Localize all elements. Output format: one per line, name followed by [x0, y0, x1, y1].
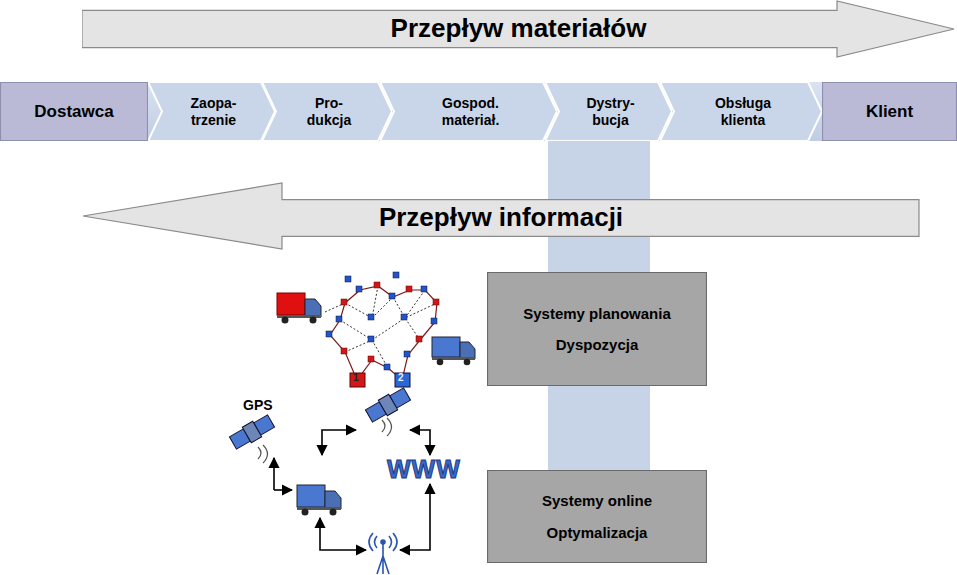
flow-arrow: Przepływ materiałów — [82, 0, 955, 58]
endpoint-box: Dostawca — [0, 82, 148, 141]
outline — [1, 83, 148, 141]
process-chevron: Pro- dukcja — [262, 82, 392, 141]
system-box: Systemy planowaniaDyspozycja — [487, 272, 707, 386]
node-text: Klient — [866, 102, 913, 122]
node-text: Dystry- bucja — [575, 95, 647, 127]
www-logo: WWW — [387, 455, 461, 484]
process-chevron: Gospod. materiał. — [380, 82, 557, 141]
node-text: Przepływ materiałów — [391, 14, 647, 44]
node-text: Optymalizacja — [547, 524, 648, 541]
node-text: Obsługa klienta — [707, 95, 779, 127]
node-text: Systemy online — [542, 492, 652, 509]
outline — [82, 1, 954, 57]
callout-number: 2 — [398, 372, 404, 383]
outline — [262, 82, 392, 141]
outline — [83, 183, 919, 249]
flow-arrow: Przepływ informacji — [82, 182, 920, 250]
link-column — [548, 386, 650, 470]
route-network — [277, 272, 475, 387]
node-text: Pro- dukcja — [293, 95, 365, 127]
node-text: Dostawca — [34, 102, 113, 122]
outline — [488, 471, 707, 563]
node-text: Przepływ informacji — [379, 203, 623, 233]
outline — [148, 82, 275, 141]
outline — [545, 82, 672, 141]
node-text: Systemy planowania — [523, 305, 671, 322]
outline — [660, 82, 822, 141]
node-text: Zaopa- trzenie — [178, 95, 250, 127]
outline — [823, 83, 957, 141]
node-text: Gospod. materiał. — [435, 95, 507, 127]
node-text: Dyspozycja — [556, 336, 639, 353]
system-box-outline — [487, 272, 707, 386]
process-chevron: Dystry- bucja — [545, 82, 672, 141]
endpoint-box: Klient — [822, 82, 957, 141]
process-chevron: Obsługa klienta — [660, 82, 822, 141]
system-box: Systemy onlineOptymalizacja — [487, 470, 707, 563]
process-band — [148, 82, 822, 141]
process-chevron: Zaopa- trzenie — [148, 82, 275, 141]
outline — [380, 82, 557, 141]
system-box-outline — [487, 470, 707, 563]
outline — [488, 273, 707, 386]
callout-number: 1 — [353, 372, 359, 383]
gps-label: GPS — [243, 397, 273, 413]
